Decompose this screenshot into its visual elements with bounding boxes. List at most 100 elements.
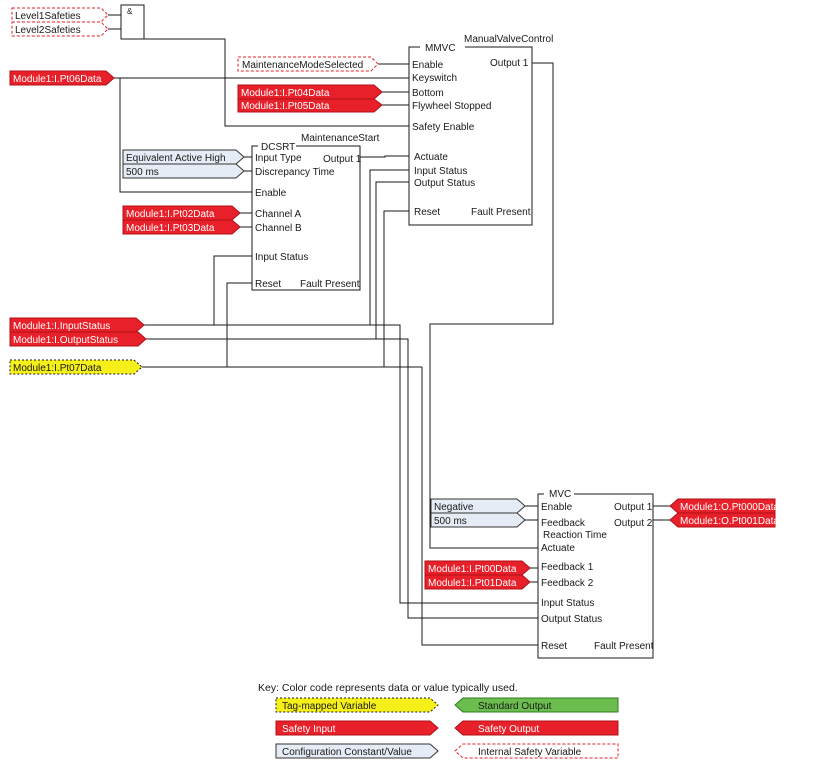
safety-input-outputstatus[interactable]: Module1:I.OutputStatus <box>9 331 147 347</box>
mvc-pin-reaction-time: Reaction Time <box>543 530 607 541</box>
and-gate[interactable]: & <box>120 4 145 40</box>
mvc-pin-reset: Reset <box>541 641 567 652</box>
inputstatus-label: Module1:I.InputStatus <box>13 321 110 332</box>
mvc-type: MVC <box>549 489 571 500</box>
safety-input-pt05[interactable]: Module1:I.Pt05Data <box>237 98 383 113</box>
legend: Key: Color code represents data or value… <box>258 682 619 759</box>
wires <box>108 14 670 646</box>
mvc-pin-output-status: Output Status <box>541 614 602 625</box>
safety-input-pt03[interactable]: Module1:I.Pt03Data <box>122 219 241 235</box>
o000-label: Module1:O.Pt000Data <box>680 502 779 513</box>
dcsrt-discrepancy-value: 500 ms <box>126 167 159 178</box>
maintenance-mode-label: MaintenanceModeSelected <box>242 60 363 71</box>
wire-inputstatus-to-mvc <box>370 324 538 604</box>
mvc-pin-actuate: Actuate <box>541 543 575 554</box>
internal-tag-maintenance-mode[interactable]: MaintenanceModeSelected <box>237 56 379 72</box>
mvc-output2: Output 2 <box>614 518 653 529</box>
mvc-pin-feedback1: Feedback 1 <box>541 562 594 573</box>
mvc-pin-input-status: Input Status <box>541 598 594 609</box>
dcsrt-fault-present: Fault Present <box>300 279 360 290</box>
wire-mmvc-out-to-mvc-actuate <box>429 62 554 549</box>
dcsrt-pin-input-type: Input Type <box>255 153 302 164</box>
mvc-reaction-time-value: 500 ms <box>434 516 467 527</box>
mmvc-instance: ManualValveControl <box>464 34 553 45</box>
mmvc-fault-present: Fault Present <box>471 207 531 218</box>
mmvc-pin-reset: Reset <box>414 207 440 218</box>
wire-inputstatus-to-dcsrt <box>213 255 252 325</box>
pt02-label: Module1:I.Pt02Data <box>126 209 215 220</box>
pt06-label: Module1:I.Pt06Data <box>13 74 102 85</box>
internal-tag-level2[interactable]: Level2Safeties <box>11 21 109 37</box>
safety-input-pt02[interactable]: Module1:I.Pt02Data <box>122 205 241 221</box>
mmvc-pin-bottom: Bottom <box>412 88 444 99</box>
config-mvc-enable[interactable]: Negative <box>430 498 526 514</box>
legend-safety-output: Safety Output <box>454 720 619 736</box>
wire-outputstatus-to-mvc <box>376 338 538 619</box>
mvc-enable-value: Negative <box>434 502 474 513</box>
pt04-label: Module1:I.Pt04Data <box>241 88 330 99</box>
dcsrt-instance: MaintenanceStart <box>301 133 380 144</box>
mmvc-pin-input-status: Input Status <box>414 166 467 177</box>
o001-label: Module1:O.Pt001Data <box>680 516 779 527</box>
dcsrt-input-type-value: Equivalent Active High <box>126 153 226 164</box>
wire-pt06-to-dcsrt-enable <box>119 78 252 193</box>
safety-input-inputstatus[interactable]: Module1:I.InputStatus <box>9 317 145 333</box>
legend-config-constant-label: Configuration Constant/Value <box>282 747 412 758</box>
pt01-label: Module1:I.Pt01Data <box>428 578 517 589</box>
legend-internal-safety: Internal Safety Variable <box>454 743 619 759</box>
wire-gate-to-safety-enable <box>144 38 409 127</box>
mmvc-pin-output-status: Output Status <box>414 178 475 189</box>
legend-standard-output-label: Standard Output <box>478 701 552 712</box>
legend-tag-mapped-label: Tag-mapped Variable <box>282 701 377 712</box>
mmvc-type: MMVC <box>425 43 456 54</box>
dcsrt-pin-input-status: Input Status <box>255 252 308 263</box>
pt00-label: Module1:I.Pt00Data <box>428 564 517 575</box>
dcsrt-pin-channel-b: Channel B <box>255 223 302 234</box>
internal-tag-level1[interactable]: Level1Safeties <box>11 7 109 23</box>
safety-input-pt06[interactable]: Module1:I.Pt06Data <box>9 70 115 86</box>
pt07-label: Module1:I.Pt07Data <box>13 363 102 374</box>
pt05-label: Module1:I.Pt05Data <box>241 101 330 112</box>
legend-tag-mapped: Tag-mapped Variable <box>275 697 439 713</box>
wire-pt07-to-mvc-reset <box>421 367 538 646</box>
mvc-pin-enable: Enable <box>541 502 573 513</box>
config-mvc-reaction-time[interactable]: 500 ms <box>430 512 526 528</box>
mmvc-pin-flywheel: Flywheel Stopped <box>412 101 492 112</box>
mvc-block[interactable]: MVC Enable Feedback Reaction Time Actuat… <box>537 489 654 659</box>
mmvc-pin-actuate: Actuate <box>414 152 448 163</box>
legend-config-constant: Configuration Constant/Value <box>275 743 439 759</box>
dcsrt-output1: Output 1 <box>323 154 362 165</box>
wire-dcsrt-out-to-actuate <box>360 155 409 158</box>
wire-outputstatus-to-mmvc <box>375 181 409 339</box>
level2-safeties-label: Level2Safeties <box>15 25 81 36</box>
dcsrt-pin-channel-a: Channel A <box>255 209 301 220</box>
safety-output-o000[interactable]: Module1:O.Pt000Data <box>669 498 779 514</box>
mvc-pin-feedback2: Feedback 2 <box>541 578 594 589</box>
wire-inputstatus-to-mmvc <box>369 169 409 325</box>
mvc-pin-feedback: Feedback <box>541 518 586 529</box>
dcsrt-block[interactable]: DCSRT MaintenanceStart Input Type Discre… <box>251 133 380 291</box>
tag-mapped-pt07[interactable]: Module1:I.Pt07Data <box>9 359 143 375</box>
legend-safety-input-label: Safety Input <box>282 724 336 735</box>
mmvc-pin-safety-enable: Safety Enable <box>412 122 475 133</box>
mmvc-output1: Output 1 <box>490 58 529 69</box>
pt03-label: Module1:I.Pt03Data <box>126 223 215 234</box>
legend-internal-safety-label: Internal Safety Variable <box>478 747 582 758</box>
dcsrt-pin-discrepancy: Discrepancy Time <box>255 167 335 178</box>
mmvc-pin-keyswitch: Keyswitch <box>412 73 457 84</box>
legend-safety-output-label: Safety Output <box>478 724 539 735</box>
outputstatus-label: Module1:I.OutputStatus <box>13 335 118 346</box>
safety-output-o001[interactable]: Module1:O.Pt001Data <box>669 512 779 528</box>
mmvc-pin-enable: Enable <box>412 60 444 71</box>
dcsrt-pin-enable: Enable <box>255 188 287 199</box>
mvc-fault-present: Fault Present <box>594 641 654 652</box>
legend-safety-input: Safety Input <box>275 720 439 736</box>
dcsrt-pin-reset: Reset <box>255 279 281 290</box>
safety-input-pt01[interactable]: Module1:I.Pt01Data <box>424 574 531 590</box>
mmvc-block[interactable]: MMVC ManualValveControl Enable Keyswitch… <box>408 34 553 226</box>
safety-input-pt00[interactable]: Module1:I.Pt00Data <box>424 560 531 576</box>
config-dcsrt-input-type[interactable]: Equivalent Active High <box>122 149 245 165</box>
config-dcsrt-discrepancy[interactable]: 500 ms <box>122 163 245 179</box>
safety-input-pt04[interactable]: Module1:I.Pt04Data <box>237 84 383 100</box>
